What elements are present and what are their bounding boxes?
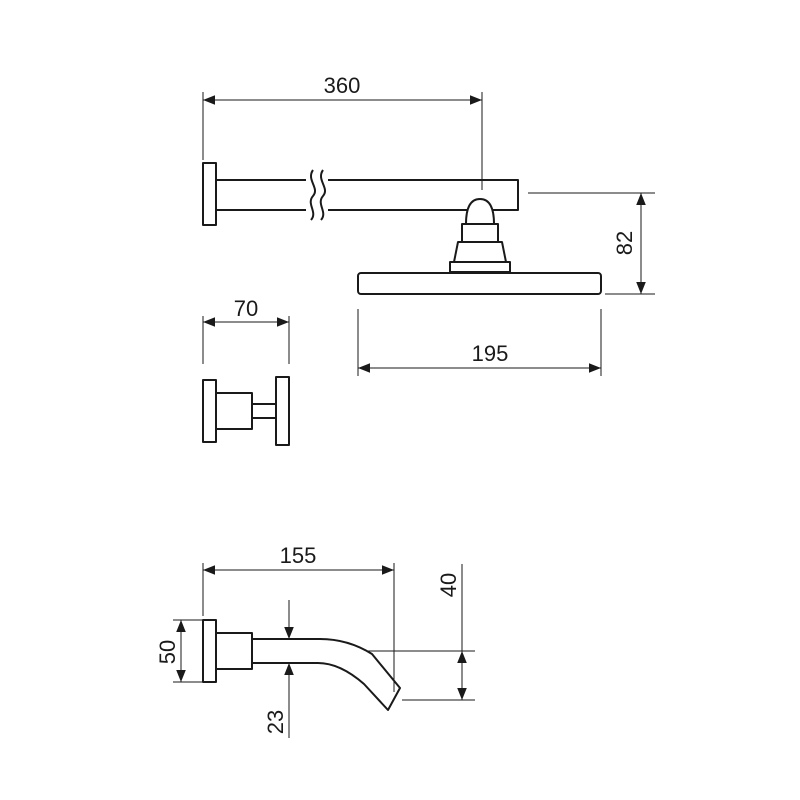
dimension-spout-drop: 40 <box>368 564 475 701</box>
head-collar <box>449 261 511 273</box>
shower-head-assembly <box>202 162 602 295</box>
dimension-label-195: 195 <box>472 341 509 366</box>
spout-assembly <box>202 619 401 711</box>
dimension-head-width: 195 <box>357 309 602 376</box>
dimension-spout-plate: 50 <box>155 619 203 683</box>
dimension-spout-length: 155 <box>202 543 395 692</box>
head-stem <box>453 241 507 263</box>
valve-spindle <box>251 403 277 419</box>
dimension-valve-depth: 70 <box>202 296 290 364</box>
arm-break-line-right <box>319 169 326 221</box>
dimension-label-23: 23 <box>263 710 288 734</box>
arm-wall-flange <box>202 162 217 226</box>
dimension-label-360: 360 <box>324 73 361 98</box>
dimension-spout-axis: 23 <box>263 600 294 738</box>
shower-head-plate <box>357 272 602 295</box>
dimension-label-40: 40 <box>436 573 461 597</box>
dimension-label-50: 50 <box>155 640 180 664</box>
valve-cross-handle <box>275 376 290 446</box>
dimension-head-height: 82 <box>528 192 655 295</box>
dimension-arm-length: 360 <box>202 73 483 190</box>
dimension-label-70: 70 <box>234 296 258 321</box>
ball-joint <box>465 198 495 225</box>
valve-assembly <box>202 376 290 446</box>
spout-collar <box>215 632 253 670</box>
shower-arm <box>215 179 519 211</box>
head-nut <box>461 223 499 243</box>
valve-wall-flange <box>202 379 217 443</box>
valve-body <box>215 392 253 430</box>
spout-body <box>251 638 401 711</box>
arm-break-line-left <box>309 169 316 221</box>
spout-wall-flange <box>202 619 217 683</box>
dimension-label-155: 155 <box>280 543 317 568</box>
dimension-label-82: 82 <box>612 231 637 255</box>
